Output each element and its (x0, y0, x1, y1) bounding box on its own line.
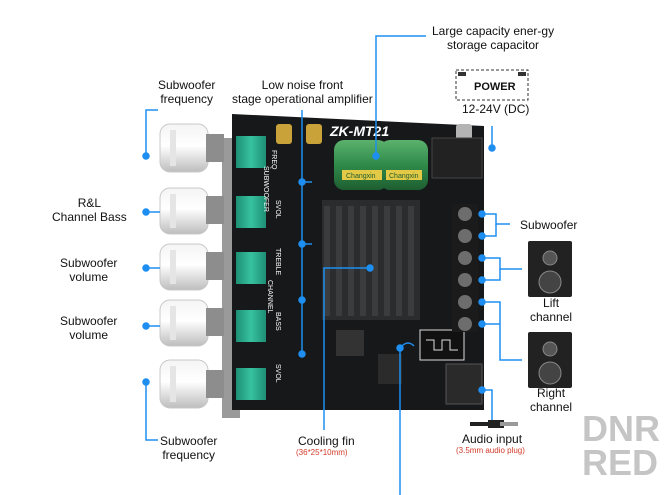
knob-group[interactable] (159, 123, 224, 409)
label-rl-channel-bass: R&L Channel Bass (52, 196, 127, 224)
label-line: channel (530, 400, 573, 414)
speaker-right-icon (528, 332, 572, 388)
pot-group (236, 136, 266, 400)
label-audio-input-note: (3.5mm audio plug) (456, 446, 525, 455)
label-line: stage operational amplifier (232, 92, 373, 106)
label-low-noise-opamp: Low noise front stage operational amplif… (232, 78, 373, 106)
callout-lines (142, 35, 522, 495)
dc-jack[interactable] (431, 137, 483, 179)
pot-4 (236, 310, 266, 342)
watermark-line-2: RED (582, 442, 659, 483)
knob-1 (159, 123, 224, 173)
capacitors: Changxin Changxin (334, 140, 428, 190)
silk-treble: TREBLE (274, 248, 281, 276)
pot-5 (236, 368, 266, 400)
audio-jack[interactable] (445, 363, 483, 405)
capacitor-2 (380, 140, 428, 190)
label-subwoofer-frequency-bottom: Subwoofer frequency (160, 434, 217, 462)
label-cooling-fin: Cooling fin (298, 434, 355, 448)
label-subwoofer-volume-1: Subwoofer volume (60, 256, 117, 284)
knob-4 (159, 299, 224, 347)
label-line: channel (530, 310, 573, 324)
knob-2 (159, 187, 224, 235)
small-capacitors (276, 124, 472, 144)
label-line: Subwoofer (60, 314, 118, 328)
capacitor-brand-2: Changxin (389, 173, 419, 180)
power-text: POWER (474, 81, 516, 93)
silk-svol-1: SVOL (274, 200, 281, 219)
label-subwoofer-output: Subwoofer (520, 218, 578, 232)
label-line: Subwoofer (158, 78, 216, 92)
label-line: volume (69, 270, 109, 284)
pot-2 (236, 196, 266, 228)
power-card: POWER (455, 69, 529, 101)
label-subwoofer-frequency-top: Subwoofer frequency (158, 78, 215, 106)
speaker-left-icon (528, 241, 572, 297)
label-line: Lift (543, 296, 560, 310)
ic-chip-2 (378, 354, 402, 384)
label-cooling-fin-size: (36*25*10mm) (296, 448, 348, 457)
label-voltage: 12-24V (DC) (462, 102, 530, 116)
label-line: storage capacitor (447, 38, 540, 52)
label-line: frequency (162, 448, 216, 462)
label-subwoofer-volume-2: Subwoofer volume (60, 314, 117, 342)
silk-channel: CHANNEL (266, 280, 273, 314)
label-line: Channel Bass (52, 210, 127, 224)
label-line: Low noise front (261, 78, 344, 92)
knob-5 (159, 359, 224, 409)
label-line: Right (537, 386, 566, 400)
label-line: volume (69, 328, 109, 342)
terminal-block[interactable] (452, 204, 478, 332)
silkscreen: FREQ SUBWOOFER SVOL TREBLE CHANNEL BASS … (262, 150, 281, 383)
label-line: Large capacity ener-gy (432, 24, 555, 38)
label-line: Subwoofer (60, 256, 118, 270)
silk-svol-2: SVOL (274, 364, 281, 383)
silk-subwoofer: SUBWOOFER (262, 166, 269, 212)
capacitor-brand-1: Changxin (346, 173, 376, 180)
label-line: Subwoofer (160, 434, 218, 448)
label-left-channel: Lift channel (530, 296, 572, 324)
audio-plug-icon (470, 420, 518, 428)
silk-bass: BASS (274, 312, 281, 331)
label-line: frequency (160, 92, 214, 106)
silk-freq: FREQ (270, 150, 277, 170)
heatsink (322, 200, 420, 320)
watermark: DNR RED (582, 408, 660, 483)
board-model: ZK-MT21 (329, 123, 389, 139)
pot-1 (236, 136, 266, 168)
capacitor-1 (334, 140, 388, 190)
watermark-line-1: DNR (582, 408, 660, 449)
label-right-channel: Right channel (530, 386, 572, 414)
label-capacitor: Large capacity ener-gy storage capacitor (432, 24, 554, 52)
pot-3 (236, 252, 266, 284)
label-audio-input: Audio input (462, 432, 523, 446)
knob-3 (159, 243, 224, 291)
ic-chip (336, 330, 364, 356)
label-line: R&L (77, 196, 102, 210)
